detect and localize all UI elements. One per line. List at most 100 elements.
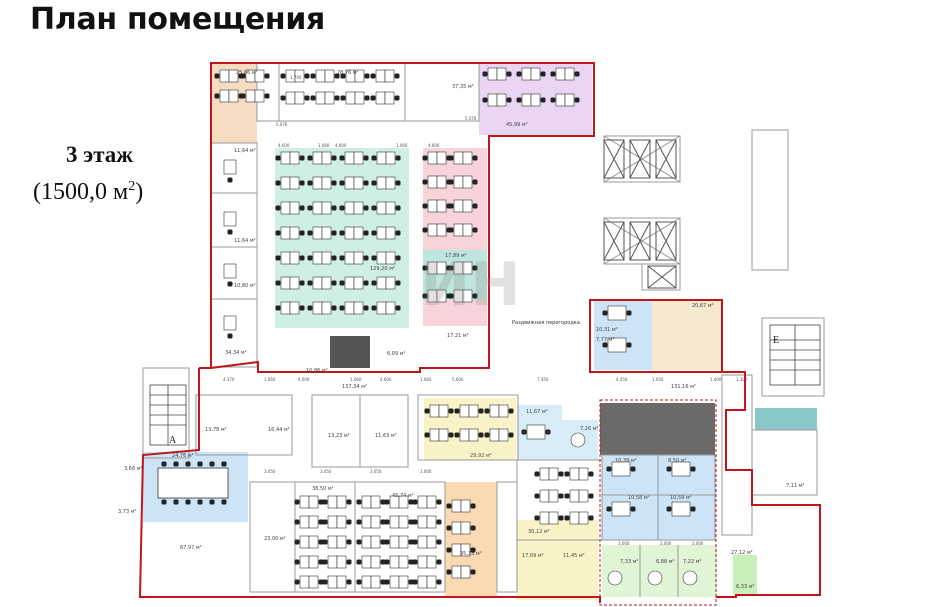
- room-area-label: 11,63 м²: [375, 433, 397, 439]
- dimension-label: 4.600: [380, 377, 392, 382]
- chair: [534, 493, 540, 499]
- desk: [280, 251, 291, 265]
- desk: [336, 515, 347, 529]
- room-area-label: 27,12 м²: [731, 550, 753, 556]
- desk: [294, 69, 305, 83]
- desk: [280, 151, 291, 165]
- desk: [289, 276, 300, 290]
- chair: [446, 547, 452, 553]
- chair: [395, 180, 401, 186]
- desk: [426, 575, 437, 589]
- desk: [671, 501, 691, 517]
- desk: [436, 199, 447, 213]
- chair: [394, 95, 400, 101]
- floor-area: (1500,0 м2): [33, 179, 143, 206]
- floor-area-unit-exponent: 2: [128, 179, 136, 194]
- desk: [321, 276, 332, 290]
- desk: [289, 151, 300, 165]
- chair: [307, 180, 313, 186]
- desk: [312, 226, 323, 240]
- chair: [280, 73, 286, 79]
- round-table: [682, 570, 698, 586]
- chair: [240, 93, 246, 99]
- chair: [294, 519, 300, 525]
- zone-dark-block: [600, 403, 715, 455]
- dimension-label: 4.600: [278, 143, 290, 148]
- desk: [336, 535, 347, 549]
- desk: [223, 263, 237, 279]
- chair: [422, 155, 428, 161]
- chair: [395, 205, 401, 211]
- chair: [275, 230, 281, 236]
- room-area-label: 3,73 м²: [118, 509, 137, 515]
- desk: [353, 251, 364, 265]
- desk: [460, 521, 471, 535]
- chair: [275, 255, 281, 261]
- desk: [344, 301, 355, 315]
- chair: [602, 310, 608, 316]
- chair: [516, 71, 522, 77]
- stair-a-label: А: [169, 435, 177, 446]
- chair: [346, 499, 352, 505]
- chair: [408, 519, 414, 525]
- room-area-label: 67,97 м²: [180, 545, 202, 551]
- chair: [408, 579, 414, 585]
- chair: [395, 230, 401, 236]
- desk: [427, 199, 438, 213]
- desk: [521, 93, 532, 107]
- chair: [470, 525, 476, 531]
- desk: [417, 495, 428, 509]
- desk: [564, 93, 575, 107]
- chair: [446, 503, 452, 509]
- room-area-label: 28,76 м²: [337, 70, 359, 76]
- room-area-label: 38,50 м²: [312, 486, 334, 492]
- room-area-label: 3,66 м²: [124, 466, 143, 472]
- chair: [363, 205, 369, 211]
- desk: [353, 301, 364, 315]
- chair: [209, 461, 215, 467]
- chair: [448, 432, 454, 438]
- chair: [424, 408, 430, 414]
- chair: [550, 71, 556, 77]
- dimension-label: 2.000: [692, 541, 704, 546]
- desk: [385, 226, 396, 240]
- chair: [346, 559, 352, 565]
- desk: [569, 467, 580, 481]
- room-area-label: 6,33 м²: [736, 584, 755, 590]
- chair: [371, 305, 377, 311]
- chair: [564, 493, 570, 499]
- chair: [666, 466, 672, 472]
- chair: [331, 280, 337, 286]
- chair: [448, 155, 454, 161]
- desk: [462, 175, 473, 189]
- chair: [384, 519, 390, 525]
- desk: [398, 535, 409, 549]
- desk: [453, 199, 464, 213]
- desk: [539, 511, 550, 525]
- room-area-label: 10,86 м²: [306, 368, 328, 374]
- desk: [353, 276, 364, 290]
- chair: [318, 579, 324, 585]
- conference-table: [157, 467, 229, 499]
- room-area-label: 7,26 м²: [580, 426, 599, 432]
- chair: [356, 499, 362, 505]
- desk: [344, 201, 355, 215]
- chair: [334, 95, 340, 101]
- chair: [240, 73, 246, 79]
- chair: [322, 579, 328, 585]
- chair: [545, 429, 551, 435]
- desk: [361, 575, 372, 589]
- desk: [462, 199, 473, 213]
- chair: [690, 506, 696, 512]
- desk: [254, 89, 265, 103]
- chair: [331, 155, 337, 161]
- chair: [395, 280, 401, 286]
- chair: [356, 559, 362, 565]
- desk: [539, 467, 550, 481]
- stairs-a: [149, 384, 187, 446]
- desk: [324, 91, 335, 105]
- room-area-label: 35,33 м²: [460, 551, 482, 557]
- desk: [315, 91, 326, 105]
- chair: [472, 203, 478, 209]
- dimension-label: 1.700: [290, 75, 302, 80]
